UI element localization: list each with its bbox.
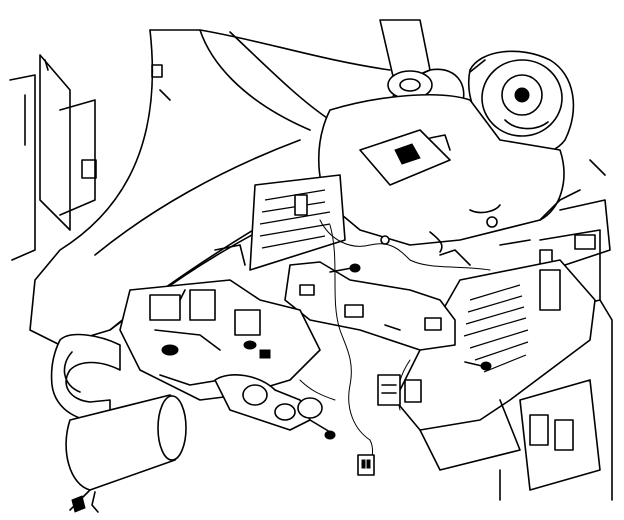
- lower-column-assembly: [119, 279, 321, 401]
- lower-mount-bracket: [249, 174, 346, 271]
- steering-wheel-hub: [468, 50, 575, 156]
- mounting-bracket: [284, 261, 456, 351]
- pedal-bracket: [214, 374, 336, 440]
- column-tube: [50, 333, 121, 422]
- knee-bolster-bracket: [394, 259, 596, 471]
- mounting-bolt: [329, 263, 492, 371]
- detail-strokes: [24, 94, 606, 301]
- ignition-switch-housing: [318, 94, 581, 246]
- instrument-panel-carrier: [499, 199, 613, 501]
- electrical-connector: [357, 374, 422, 476]
- lower-shaft: [65, 394, 187, 513]
- door-frame: [9, 54, 97, 261]
